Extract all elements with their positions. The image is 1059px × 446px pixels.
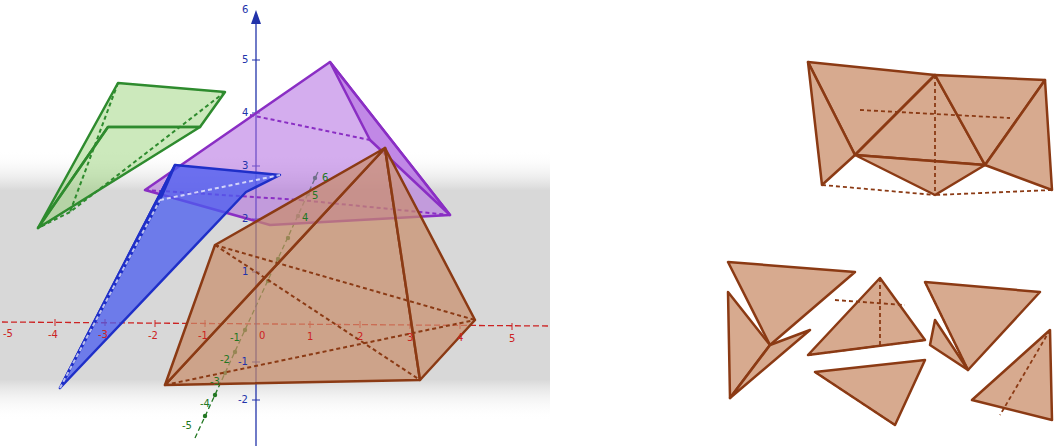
axis-tick-label: -5 (3, 328, 13, 340)
axis-tick-label: -4 (200, 398, 210, 410)
axis-tick-label: 6 (322, 172, 328, 184)
axis-tick-label: -5 (182, 420, 192, 432)
z-arrowhead (251, 10, 261, 24)
axis-tick-label: 3 (242, 160, 248, 172)
axis-tick-label: -1 (238, 356, 248, 368)
axis-tick-label: 2 (357, 331, 363, 343)
axis-tick-label: -4 (48, 329, 58, 341)
axis-tick-label: 0 (259, 330, 265, 342)
exploded-hidden-edges (808, 278, 1050, 425)
axis-tick-label: -1 (198, 330, 208, 342)
axis-tick-label: -3 (210, 376, 220, 388)
axis-tick-label: 2 (242, 213, 248, 225)
axis-tick-label: 5 (242, 54, 248, 66)
axis-tick-label: 5 (312, 190, 318, 202)
axis-tick-label: 1 (307, 331, 313, 343)
brown-hidden-edges (165, 245, 475, 385)
axis-tick-label: -2 (220, 354, 230, 366)
brown-pyramid (165, 148, 475, 385)
axis-tick-label: -2 (238, 394, 248, 406)
axis-tick-label: -3 (98, 329, 108, 341)
axis-tick-label: 4 (302, 212, 308, 224)
axis-tick-label: -1 (230, 332, 240, 344)
axis-tick-label: 1 (242, 266, 248, 278)
assembled-hidden-edges (822, 75, 1052, 195)
axis-tick-label: 5 (509, 333, 515, 345)
axis-tick-label: 4 (242, 107, 248, 119)
axis-tick-label: 3 (407, 332, 413, 344)
exploded-pieces (728, 262, 1052, 425)
axis-tick-label: -2 (148, 330, 158, 342)
axis-tick-label: 4 (457, 332, 463, 344)
axis-tick-label: 6 (242, 4, 248, 16)
assembled-pieces (808, 62, 1052, 195)
